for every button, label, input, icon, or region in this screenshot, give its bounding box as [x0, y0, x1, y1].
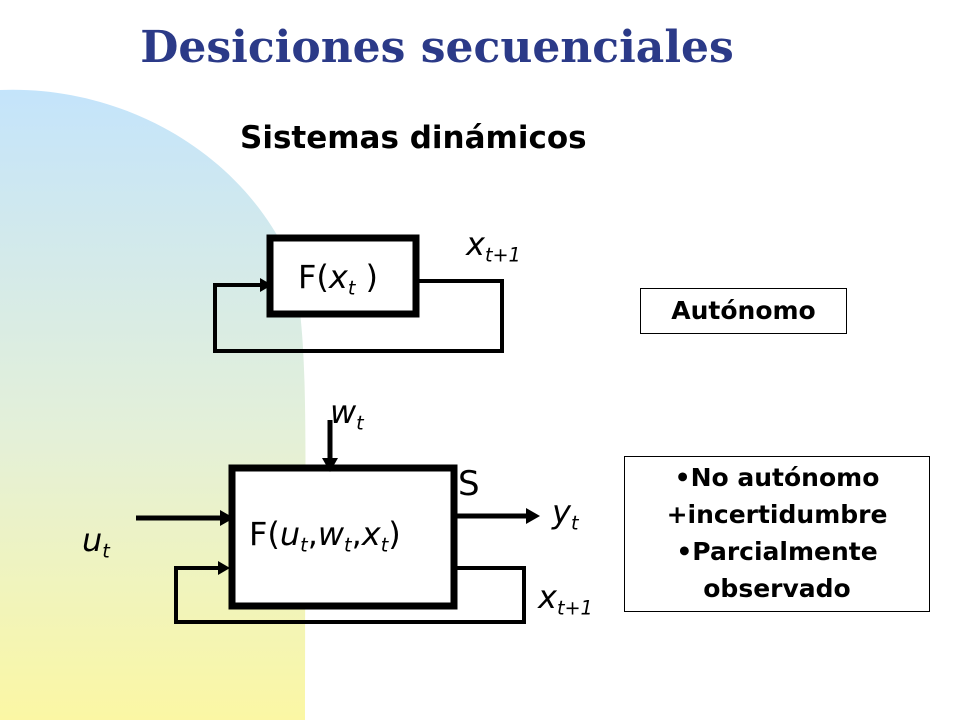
nonautonomous-feedback-arrow [218, 561, 230, 575]
autonomous-diagram [213, 234, 504, 353]
nonautonomous-diagram [136, 420, 540, 624]
nonautonomous-feedback-loop [174, 566, 526, 624]
slide-subtitle: Sistemas dinámicos [240, 120, 587, 156]
note-item: observado [703, 574, 851, 603]
state-label: xt+1 [538, 578, 593, 620]
autonomous-block [266, 234, 420, 318]
note-item: •No autónomo [674, 463, 880, 492]
system-label: S [458, 464, 480, 504]
autonomous-output-label: xt+1 [466, 225, 521, 267]
note-item: •Parcialmente [676, 537, 878, 566]
autonomous-feedback-loop [213, 279, 504, 353]
noise-label: wt [330, 393, 364, 435]
autonomous-block-label: F(xt ) [298, 258, 379, 300]
control-input-label: ut [82, 521, 110, 563]
output-arrow [526, 508, 540, 524]
control-input-arrow [220, 510, 234, 526]
autonomous-feedback-arrow [260, 278, 272, 292]
note-item: +incertidumbre [666, 500, 888, 529]
slide-title: Desiciones secuenciales [140, 22, 734, 73]
noise-input-arrow [322, 458, 338, 472]
output-label: yt [552, 493, 579, 535]
autonomous-tag: Autónomo [640, 288, 847, 334]
notes-box: •No autónomo +incertidumbre •Parcialment… [624, 456, 930, 612]
nonautonomous-block [228, 464, 458, 610]
nonautonomous-block-label: F(ut,wt,xt) [249, 515, 401, 557]
